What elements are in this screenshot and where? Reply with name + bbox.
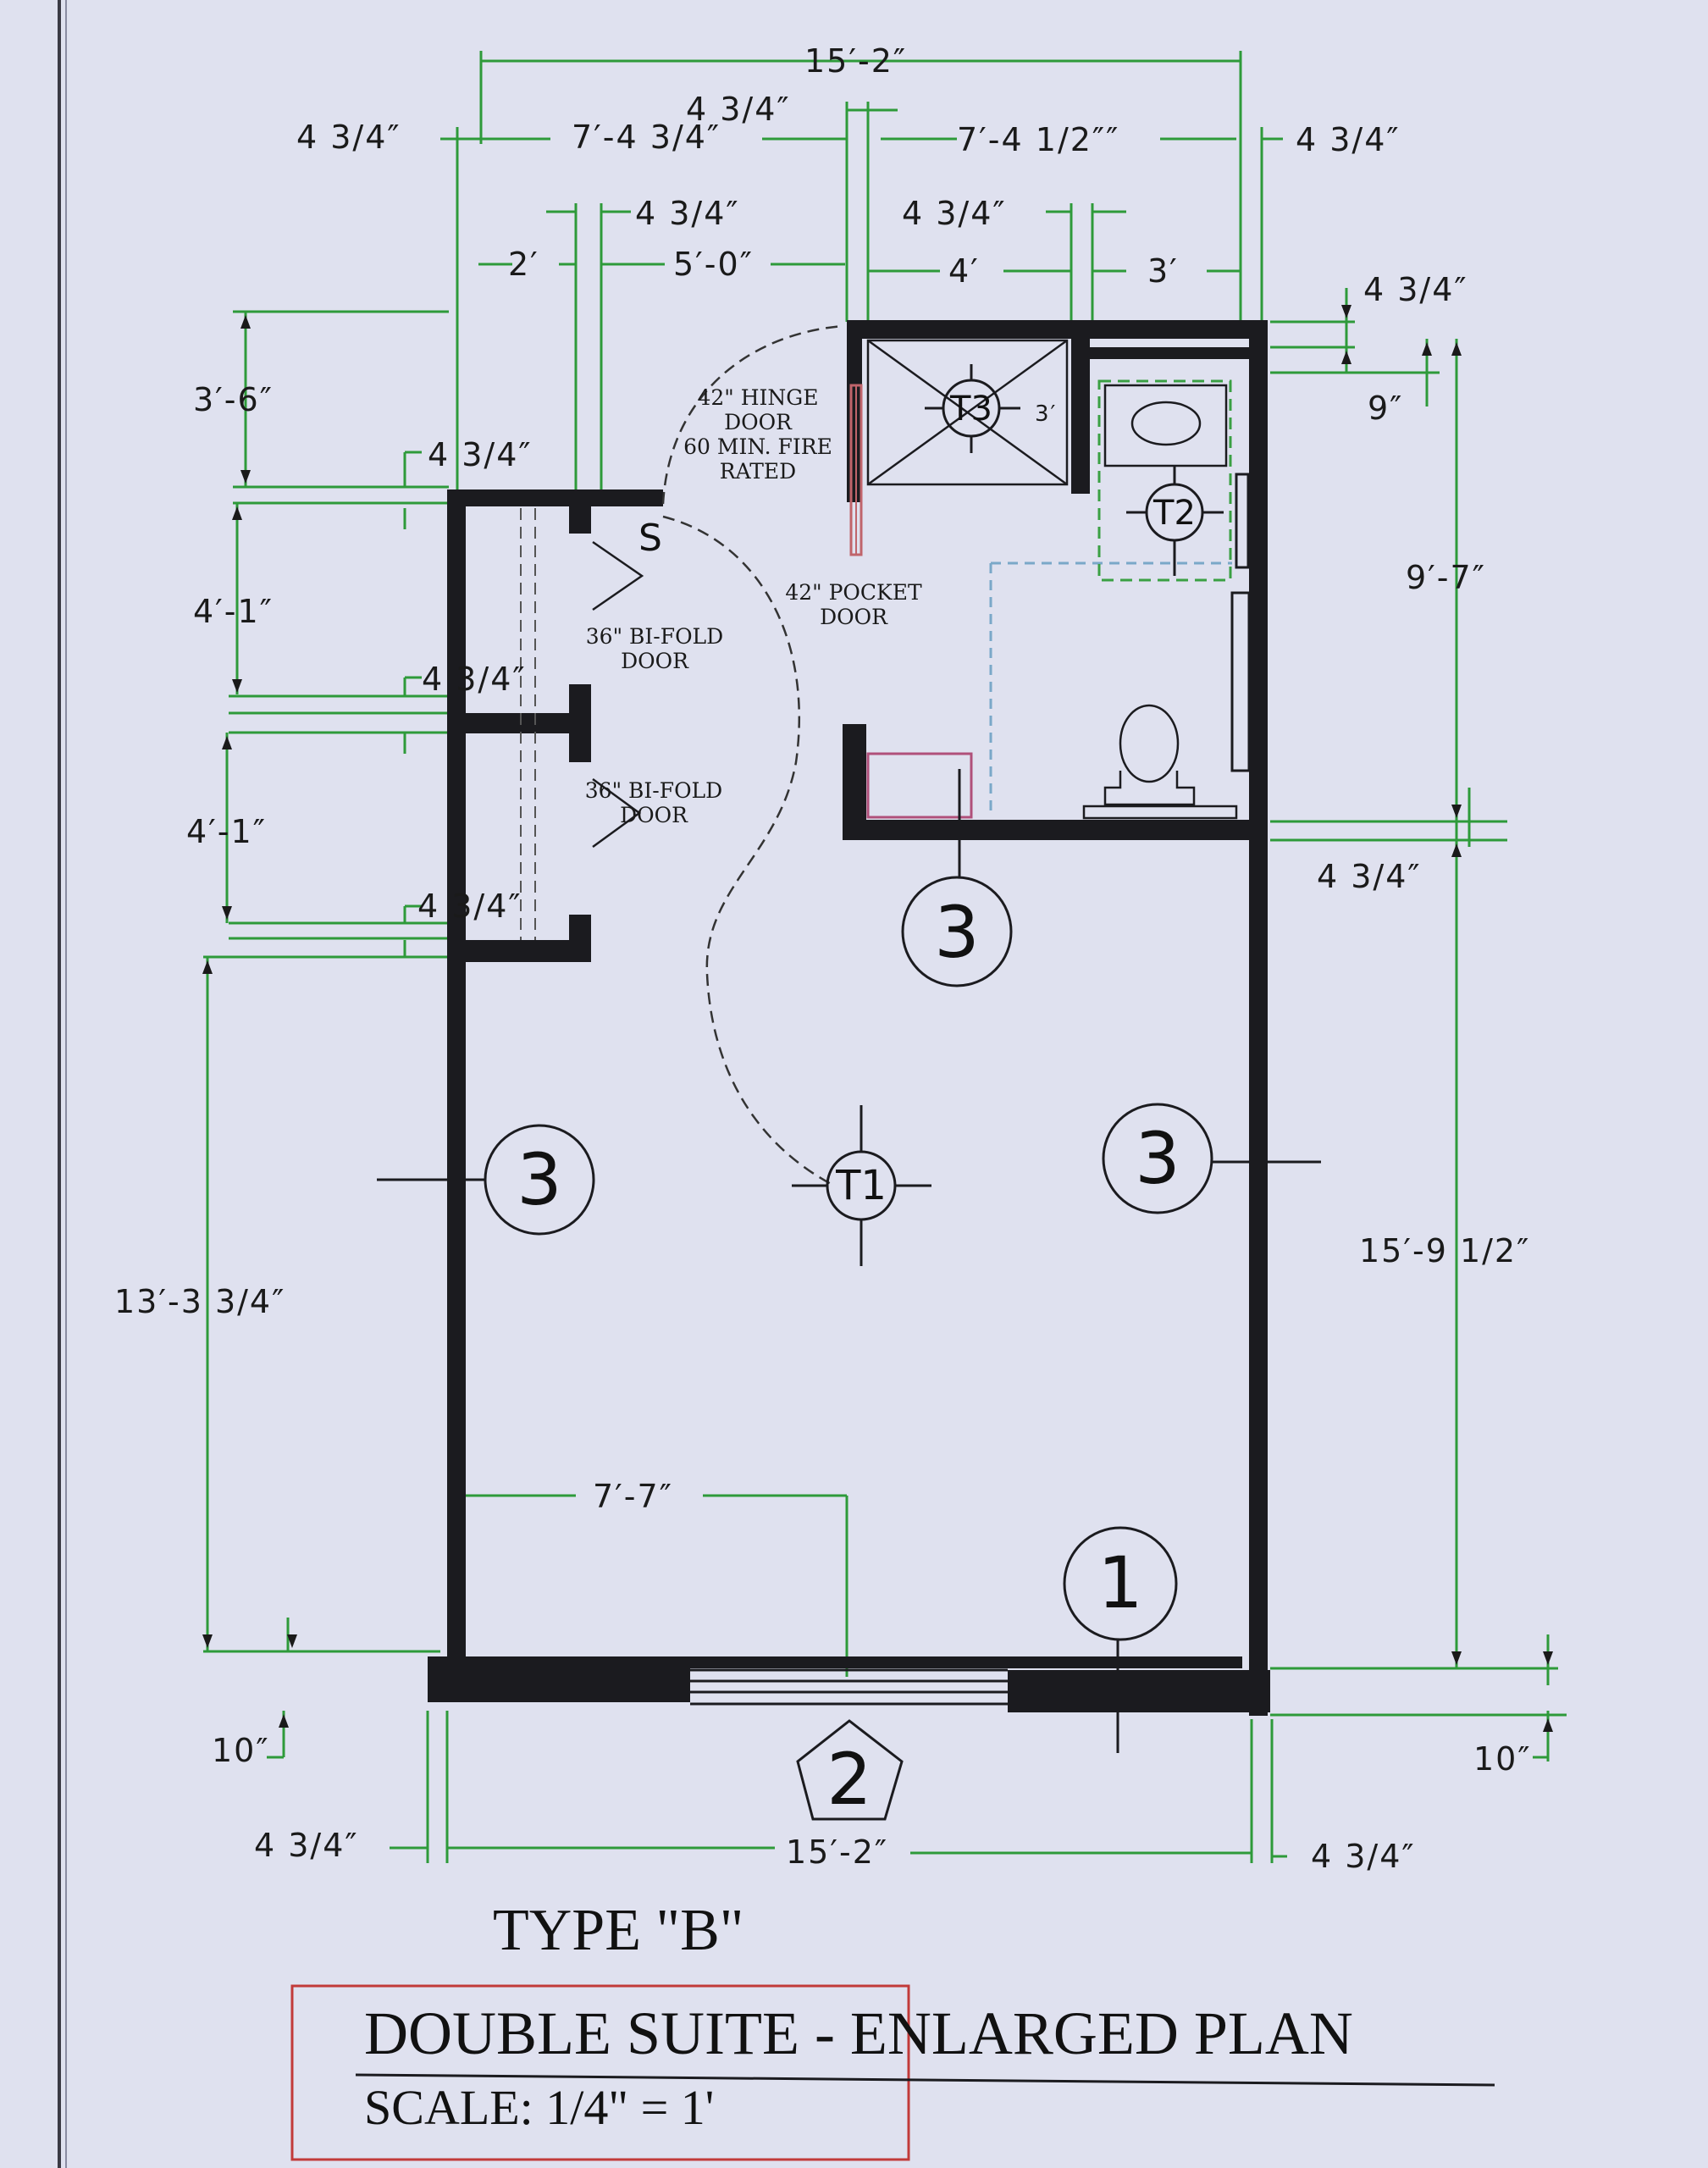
dim-bath-depth: 9′-7″ <box>1406 559 1486 596</box>
vanity-fixture <box>1097 379 1232 582</box>
title-block: TYPE "B" DOUBLE SUITE - ENLARGED PLAN SC… <box>290 1898 1495 2161</box>
bifold-doors <box>592 540 644 849</box>
t2-tag: T2 <box>1152 494 1196 533</box>
tag-labels: T3 T2 T1 3 3 3 1 2 <box>517 390 1196 1821</box>
shower <box>866 339 1069 486</box>
dim-left-bottom-gap: 10″ <box>212 1732 270 1769</box>
dim-right-wall-top: 4 3/4″ <box>1363 271 1468 308</box>
toilet <box>1082 704 1238 820</box>
bath-side-panels <box>1230 473 1251 772</box>
dim-closet-2-depth: 4′-1″ <box>186 813 267 850</box>
dim-left-wall-b: 4 3/4″ <box>422 661 527 698</box>
dim-left-entry-depth: 3′-6″ <box>193 381 274 418</box>
door-notes: 42" HINGE DOOR 60 MIN. FIRE RATED 42" PO… <box>585 385 922 827</box>
elevation-3-right: 3 <box>1135 1117 1180 1200</box>
elevation-tags <box>377 364 1321 1821</box>
dim-shower-width: 4′ <box>948 252 980 290</box>
bath-counter <box>866 752 973 819</box>
hinge-door-note-1: 42" HINGE <box>697 385 818 410</box>
t3-tag: T3 <box>949 390 992 429</box>
plan-scale: SCALE: 1/4" = 1' <box>364 2080 714 2135</box>
dim-top-left-wall: 4 3/4″ <box>296 119 401 156</box>
dimension-labels: 15′-2″ 4 3/4″ 7′-4 3/4″ 4 3/4″ 7′-4 1/2″… <box>114 42 1532 1875</box>
hinge-door-note-4: RATED <box>720 459 796 484</box>
dim-room-depth: 15′-9 1/2″ <box>1359 1232 1530 1269</box>
window-tag: 2 <box>826 1738 871 1821</box>
pocket-door-note-1: 42" POCKET <box>785 580 922 605</box>
dim-top-overall: 15′-2″ <box>804 42 907 80</box>
dimension-arrows <box>202 305 1553 1732</box>
dim-toilet-depth: 9″ <box>1368 390 1403 427</box>
plan-title: DOUBLE SUITE - ENLARGED PLAN <box>364 1999 1353 2067</box>
dim-bottom-left-wall: 4 3/4″ <box>254 1827 359 1864</box>
dim-left-wall-a: 4 3/4″ <box>428 436 533 473</box>
detail-1-tag: 1 <box>1097 1541 1142 1624</box>
dim-top-mid-wall: 4 3/4″ <box>686 91 791 128</box>
t1-tag: T1 <box>835 1162 887 1209</box>
dim-closet-depth: 2′ <box>508 246 539 283</box>
door-swing-arc <box>661 324 843 1187</box>
elevation-3-bottom: 3 <box>934 891 979 974</box>
dim-top-right-wall: 4 3/4″ <box>1296 121 1401 158</box>
title-box <box>290 1984 910 2161</box>
dim-closet-1-depth: 4′-1″ <box>193 593 274 630</box>
plan-type: TYPE "B" <box>493 1898 743 1963</box>
dim-toilet-width: 3′ <box>1147 252 1179 290</box>
dim-bath-wall-lower: 4 3/4″ <box>1317 858 1422 895</box>
closet-rods <box>520 508 536 940</box>
hinge-door-note-3: 60 MIN. FIRE <box>683 434 832 459</box>
dim-top-closet-run: 7′-4 3/4″ <box>572 119 721 156</box>
smoke-detector-symbol: S <box>638 517 662 560</box>
dim-bottom-overall: 15′-2″ <box>786 1833 888 1871</box>
walls <box>428 320 1270 1716</box>
dim-right-bottom-gap: 10″ <box>1473 1740 1532 1778</box>
dim-left-room-depth: 13′-3 3/4″ <box>114 1283 285 1320</box>
dim-closet-gap: 5′-0″ <box>673 246 754 283</box>
dim-top-bath-run: 7′-4 1/2″″ <box>957 121 1119 158</box>
dim-left-wall-c: 4 3/4″ <box>417 888 522 925</box>
dim-bottom-right-wall: 4 3/4″ <box>1311 1838 1416 1875</box>
bifold-2-note-2: DOOR <box>620 803 688 827</box>
bifold-1-note-1: 36" BI-FOLD <box>586 624 723 649</box>
dim-bath-wall: 4 3/4″ <box>902 195 1007 232</box>
hinge-door-note-2: DOOR <box>724 410 793 434</box>
elevation-3-left: 3 <box>517 1138 561 1221</box>
dim-window-offset: 7′-7″ <box>593 1478 673 1515</box>
bifold-2-note-1: 36" BI-FOLD <box>585 778 722 803</box>
dim-shower-small: 3′ <box>1035 401 1057 427</box>
hinge-door-leaf <box>849 384 863 556</box>
window <box>690 1668 1008 1706</box>
hidden-lines <box>989 561 1232 817</box>
pocket-door-note-2: DOOR <box>820 605 888 629</box>
bifold-1-note-2: DOOR <box>621 649 689 673</box>
dim-closet-wall: 4 3/4″ <box>635 195 740 232</box>
